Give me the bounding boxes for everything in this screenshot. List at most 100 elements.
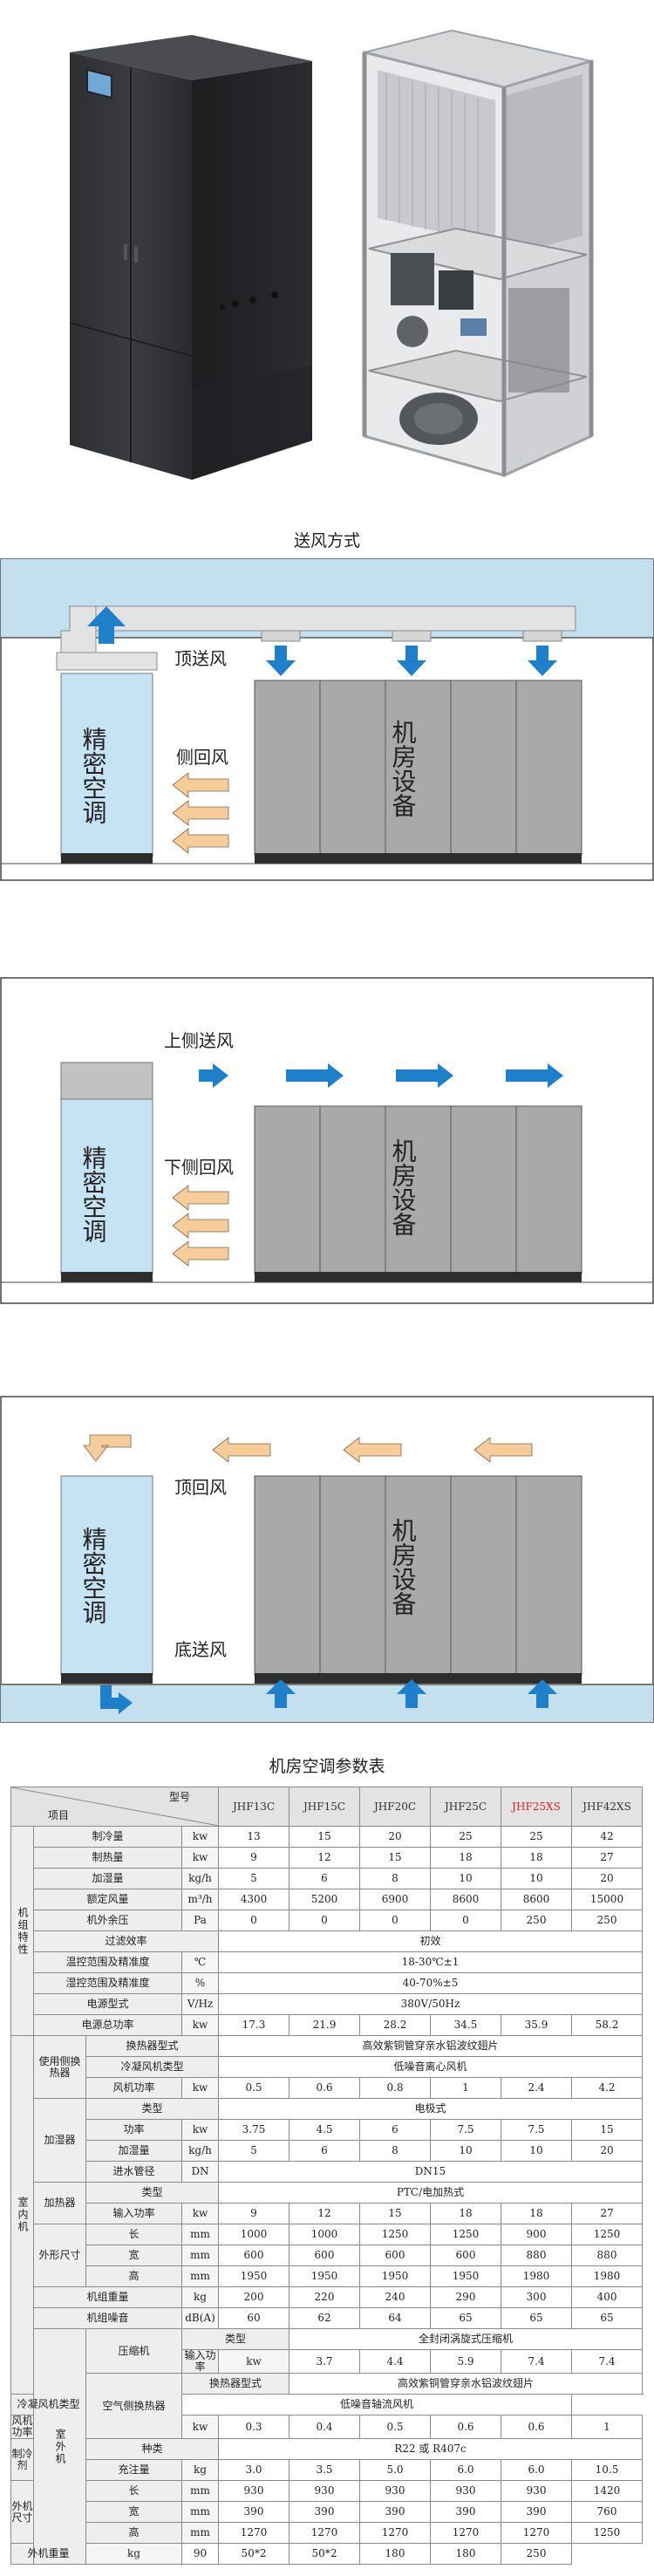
row-label-total: 电源总功率 [33, 2014, 182, 2036]
cell-wt-3: 290 [430, 2286, 501, 2308]
row-unit-cool: kw [181, 1826, 219, 1848]
bottom-supply-label: 底送风 [174, 1639, 227, 1660]
row-label-fan_type: 冷凝风机类型 [85, 2056, 219, 2078]
top-supply-label: 顶送风 [174, 648, 227, 669]
model-col-2: JHF20C [359, 1787, 431, 1827]
open-cabinet-image [362, 29, 595, 478]
cell-len-4: 900 [501, 2224, 572, 2245]
cell-charge-2: 5.0 [359, 2459, 431, 2481]
row-unit-rh: % [181, 1972, 219, 1994]
cell-humid-3: 10 [430, 1868, 501, 1889]
row-label-power: 电源型式 [33, 1993, 182, 2015]
cell-air-3: 8600 [430, 1889, 501, 1910]
cell-owt-3: 180 [359, 2543, 431, 2565]
subgroup-cell-humid: 加湿器 [33, 2098, 86, 2183]
cell-wt-0: 200 [218, 2286, 290, 2308]
cell-air-0: 4300 [218, 1889, 290, 1910]
row-label-ref_type: 种类 [85, 2438, 219, 2460]
equipment-label: 机房设备 [389, 1138, 418, 1236]
cell-hgt-0: 1950 [218, 2265, 290, 2287]
row-unit-esp: Pa [181, 1910, 219, 1931]
cell-fan_pow-3: 1 [430, 2077, 501, 2099]
cell-wid-3: 600 [430, 2245, 501, 2266]
table-row: 湿控范围及精准度%40-70%±5 [11, 1972, 643, 1994]
cell-esp-2: 0 [359, 1910, 431, 1931]
return-arrow-icon [172, 1185, 229, 1211]
subgroup-cell-odims: 外机尺寸 [10, 2480, 34, 2544]
row-unit-wid: mm [181, 2245, 219, 2266]
cell-owid-1: 390 [289, 2501, 360, 2523]
cell-hum_amt-0: 5 [218, 2140, 290, 2162]
item-header: 项目 [48, 1809, 70, 1821]
cell-heat-5: 27 [571, 1847, 643, 1869]
cell-olen-3: 930 [430, 2480, 501, 2502]
supply-arrow-icon [528, 646, 557, 676]
model-col-3: JHF25C [430, 1787, 501, 1827]
cell-olen-2: 930 [359, 2480, 431, 2502]
cell-hum_pow-4: 7.5 [501, 2119, 572, 2141]
row-value-fan_type: 低噪音离心风机 [218, 2056, 643, 2078]
cell-cool-3: 25 [430, 1826, 501, 1848]
lower-return-label: 下侧回风 [164, 1157, 234, 1178]
cell-hgt-3: 1950 [430, 2265, 501, 2287]
row-value-hum_type: 电极式 [218, 2098, 643, 2120]
cell-ofan_pow-3: 0.6 [430, 2415, 501, 2439]
cell-humid-1: 6 [289, 1868, 360, 1889]
cell-olen-4: 930 [501, 2480, 572, 2502]
cell-hgt-1: 1950 [289, 2265, 360, 2287]
row-label-filter: 过滤效率 [33, 1930, 219, 1952]
cell-heat-2: 15 [359, 1847, 431, 1869]
cell-hum_pow-2: 6 [359, 2119, 431, 2141]
row-value-temp: 18-30℃±1 [218, 1951, 643, 1973]
row-unit-comp_pow: kw [218, 2349, 290, 2374]
return-arrow-icon [172, 800, 229, 826]
diagram-side-supply: 上侧送风 下侧回风 精密空调 机房设备 [0, 977, 654, 1304]
cell-hgt-4: 1980 [501, 2265, 572, 2287]
row-label-hum_pow: 功率 [85, 2119, 182, 2141]
cell-hum_amt-3: 10 [430, 2140, 501, 2162]
supply-arrow-icon [397, 1679, 426, 1708]
row-label-ofan_type: 冷凝风机类型 [10, 2394, 86, 2415]
cell-cool-1: 15 [289, 1826, 360, 1848]
row-label-ohgt: 高 [85, 2522, 182, 2544]
row-label-olen: 长 [85, 2480, 182, 2502]
table-row: 空气侧换热器换热器型式高效紫铜管穿亲水铝波纹翅片 [11, 2373, 643, 2439]
row-unit-fan_pow: kw [181, 2077, 219, 2099]
row-label-esp: 机外余压 [33, 1910, 182, 1931]
return-arrow-icon [172, 828, 229, 854]
cell-owt-1: 50*2 [218, 2543, 290, 2565]
cell-esp-3: 0 [430, 1910, 501, 1931]
cell-htr_pow-0: 9 [218, 2203, 290, 2224]
cell-heat-1: 12 [289, 1847, 360, 1869]
cell-ohgt-5: 1250 [571, 2522, 643, 2544]
cell-total-3: 34.5 [430, 2014, 501, 2036]
return-arrow-icon [172, 772, 229, 798]
cell-len-3: 1250 [430, 2224, 501, 2245]
subgroup-cell-air_hx: 空气侧换热器 [85, 2373, 182, 2439]
cell-owt-4: 180 [430, 2543, 501, 2565]
subgroup-cell-refrig: 制冷剂 [10, 2438, 34, 2481]
row-unit-htr_pow: kw [181, 2203, 219, 2224]
spec-table: 型号 项目 JHF13C JHF15C JHF20C JHF25C JHF25X… [10, 1787, 643, 2565]
cell-owid-4: 390 [501, 2501, 572, 2523]
cell-fan_pow-1: 0.6 [289, 2077, 360, 2099]
cell-wid-0: 600 [218, 2245, 290, 2266]
row-label-ofan_pow: 风机功率 [10, 2415, 34, 2439]
group-cell-indoor: 室内机 [10, 2035, 34, 2395]
cell-hum_amt-4: 10 [501, 2140, 572, 2162]
supply-arrow-icon [100, 1685, 133, 1714]
cell-ohgt-4: 1270 [501, 2522, 572, 2544]
table-section-title: 机房空调参数表 [269, 1757, 385, 1776]
return-arrow-icon [172, 1213, 229, 1239]
cell-heat-4: 18 [501, 1847, 572, 1869]
cell-noise-2: 64 [359, 2307, 431, 2329]
row-unit-ofan_pow: kw [181, 2415, 219, 2439]
cell-ohgt-0: 1270 [218, 2522, 290, 2544]
